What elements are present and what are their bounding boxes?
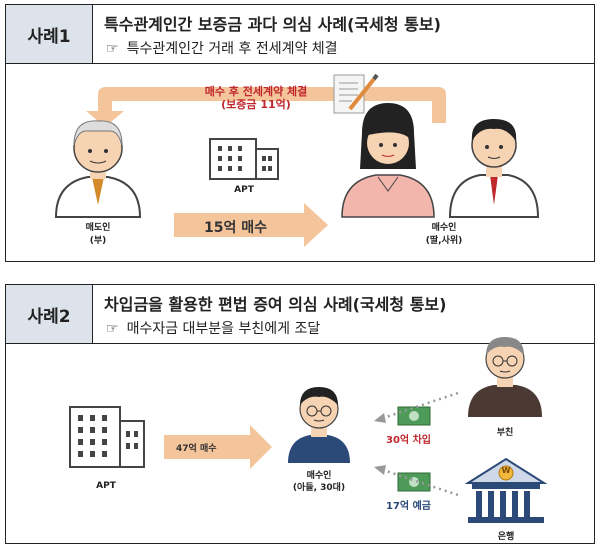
case1-purchase-arrow (174, 203, 328, 247)
case1-apt-label: APT (234, 185, 254, 195)
lease-label-line2: (보증금 11억) (221, 98, 291, 111)
contract-document-icon (333, 73, 379, 114)
seller-father-figure (54, 120, 142, 218)
loan-flow-arrow (379, 391, 459, 421)
case1-tag: 사례1 (6, 5, 93, 63)
case1-buyer-sub-label: (딸,사위) (425, 236, 463, 246)
buyer-son-figure (288, 387, 350, 463)
case2-apt-label: APT (96, 481, 116, 491)
bank-label: 은행 (497, 532, 515, 542)
buyer-son-in-law-figure (448, 119, 540, 218)
deposit-arrowhead (374, 465, 386, 475)
case2-panel: 사례2 차입금을 활용한 편법 증여 의심 사례(국세청 통보) ☞ 매수자금 대… (5, 284, 595, 544)
pointing-hand-icon: ☞ (106, 321, 119, 337)
case2-purchase-arrow (164, 425, 272, 469)
lease-label-line1: 매수 후 전세계약 체결 (204, 85, 308, 98)
loan-money-icon (397, 406, 431, 426)
father-label: 부친 (496, 428, 514, 438)
case1-panel: 사례1 특수관계인간 보증금 과다 의심 사례(국세청 통보) ☞ 특수관계인간 … (5, 4, 595, 262)
case1-buyer-label: 매수인 (431, 223, 457, 233)
bank-won-symbol: W (501, 466, 511, 475)
case2-header: 사례2 차입금을 활용한 편법 증여 의심 사례(국세청 통보) ☞ 매수자금 대… (6, 285, 594, 344)
case2-tag: 사례2 (6, 285, 93, 343)
case1-subtitle: 특수관계인간 거래 후 전세계약 체결 (126, 41, 338, 57)
case2-title: 차입금을 활용한 편법 증여 의심 사례(국세청 통보) (104, 295, 447, 314)
apt-building-icon (209, 138, 279, 180)
case1-title: 특수관계인간 보증금 과다 의심 사례(국세청 통보) (104, 15, 441, 34)
case2-subtitle-row: ☞ 매수자금 대부분을 부친에게 조달 (106, 318, 320, 338)
deposit-flow-arrow (379, 467, 459, 497)
case1-header: 사례1 특수관계인간 보증금 과다 의심 사례(국세청 통보) ☞ 특수관계인간 … (6, 5, 594, 64)
apt-building-icon (69, 406, 145, 468)
loan-label: 30억 차입 (386, 435, 431, 446)
father-figure (468, 337, 542, 417)
deposit-label: 17억 예금 (386, 501, 431, 512)
case1-illustration (54, 73, 540, 247)
case2-subtitle: 매수자금 대부분을 부친에게 조달 (126, 321, 321, 337)
seller-sub-label: (부) (89, 236, 107, 246)
buyer-daughter-figure (341, 103, 435, 218)
case1-purchase-label: 15억 매수 (204, 220, 267, 236)
case2-purchase-label: 47억 매수 (176, 444, 217, 454)
case2-buyer-label: 매수인 (306, 471, 332, 481)
lease-label: 매수 후 전세계약 체결 (보증금 11억) (176, 85, 336, 111)
pointing-hand-icon: ☞ (106, 41, 119, 57)
seller-label: 매도인 (85, 223, 111, 233)
case2-illustration (69, 337, 548, 523)
case1-subtitle-row: ☞ 특수관계인간 거래 후 전세계약 체결 (106, 38, 338, 58)
case2-buyer-sub-label: (아들, 30대) (292, 483, 346, 493)
deposit-money-icon (397, 472, 431, 492)
loan-arrowhead (374, 413, 386, 423)
bank-building-icon (464, 457, 548, 523)
